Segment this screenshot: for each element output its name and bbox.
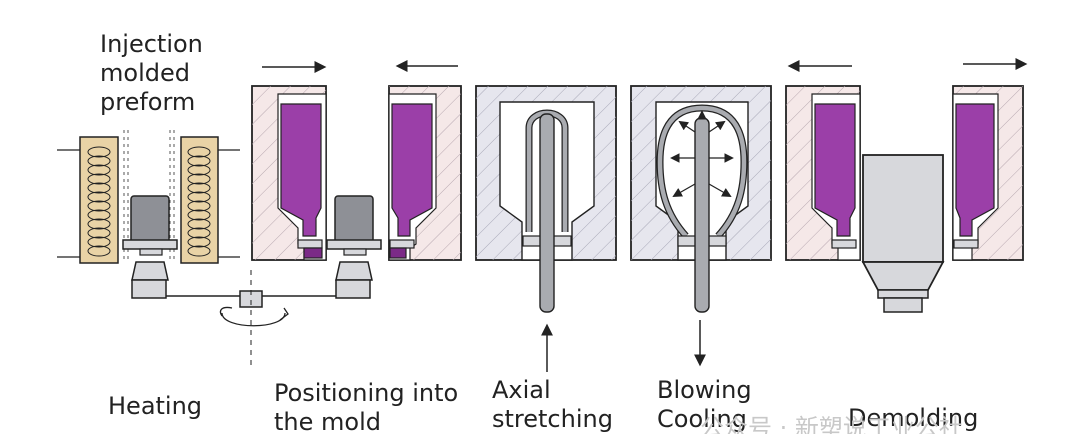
coil-turn xyxy=(187,164,211,176)
cavity-shading-left xyxy=(814,103,856,237)
cavity-shading-right xyxy=(955,103,995,237)
finished-bottle-neck-ring xyxy=(877,289,929,299)
preform-neck xyxy=(139,248,163,256)
axial-stretching-station xyxy=(475,85,617,372)
preform-neck-purple xyxy=(303,247,323,259)
neck-ring xyxy=(297,239,323,249)
preform-holder xyxy=(335,261,373,281)
coil-turn xyxy=(87,182,111,194)
coil-turn xyxy=(87,245,111,257)
preform-holder xyxy=(131,261,169,281)
air-pressure-arrows xyxy=(670,110,734,197)
rotation-arrow-tail xyxy=(219,306,233,317)
blown-bottle-fill xyxy=(657,105,747,238)
label-injection-molded-preform: Injection molded preform xyxy=(100,30,203,116)
coil-turn xyxy=(187,182,211,194)
preform-in-mold-right xyxy=(391,103,433,237)
coil-turn xyxy=(87,209,111,221)
label-demolding: Demolding xyxy=(848,404,979,432)
heater-coil-left xyxy=(87,146,111,257)
blow-rod xyxy=(694,117,710,313)
preform-in-mold-left xyxy=(280,103,322,237)
positioning-station xyxy=(251,60,462,299)
preform-holder-base xyxy=(131,279,167,299)
coil-turn xyxy=(187,227,211,239)
label-heating: Heating xyxy=(108,392,203,420)
heating-station xyxy=(57,130,240,299)
coil-turn xyxy=(87,164,111,176)
coil-turn xyxy=(187,146,211,158)
coil-turn xyxy=(187,191,211,203)
pressure-arrow xyxy=(708,183,732,197)
heater-coil-right xyxy=(187,146,211,257)
watermark: 公众号 · 新塑说工业公社 xyxy=(700,414,963,434)
preform-neck-ring xyxy=(122,239,178,250)
heat-radiation-dashes xyxy=(123,130,175,259)
coil-turn xyxy=(87,155,111,167)
coil-turn xyxy=(187,155,211,167)
rotation-arrow xyxy=(221,312,286,327)
coil-turn xyxy=(187,209,211,221)
label-blowing-cooling: Blowing Cooling xyxy=(657,376,752,433)
preform-neck-purple xyxy=(389,247,407,259)
coil-turn xyxy=(87,218,111,230)
finished-bottle-body xyxy=(862,154,944,263)
rotation-arrow-head xyxy=(279,307,289,321)
pressure-arrow xyxy=(672,183,696,197)
pressure-arrow xyxy=(708,120,726,133)
preform-neck-ring xyxy=(326,239,382,250)
blowing-cooling-station xyxy=(630,85,772,367)
stretch-rod xyxy=(539,113,555,313)
coil-turn xyxy=(87,146,111,158)
preform-positioning xyxy=(334,195,374,245)
finished-bottle-shoulder xyxy=(861,261,945,291)
coil-turn xyxy=(87,227,111,239)
neck-ring xyxy=(831,239,857,249)
coil-turn xyxy=(187,173,211,185)
coil-turn xyxy=(187,236,211,248)
label-positioning-into-mold: Positioning into the mold xyxy=(274,379,459,434)
coil-turn xyxy=(187,218,211,230)
neck-ring xyxy=(953,239,979,249)
coil-turn xyxy=(87,200,111,212)
coil-turn xyxy=(87,236,111,248)
pressure-arrow xyxy=(678,120,696,133)
preform-neck xyxy=(343,248,367,256)
demolding-station xyxy=(785,58,1028,313)
preform-heating xyxy=(130,195,170,245)
preform-holder-base xyxy=(335,279,371,299)
finished-bottle-neck xyxy=(883,297,923,313)
coil-turn xyxy=(87,173,111,185)
heater-left xyxy=(79,136,119,264)
heater-right xyxy=(180,136,219,264)
coil-turn xyxy=(87,191,111,203)
neck-ring xyxy=(389,239,415,249)
label-axial-stretching: Axial stretching xyxy=(492,376,613,433)
transfer-mechanism xyxy=(166,270,340,370)
stretched-preform-fill xyxy=(526,110,568,232)
coil-turn xyxy=(187,200,211,212)
coil-turn xyxy=(187,245,211,257)
